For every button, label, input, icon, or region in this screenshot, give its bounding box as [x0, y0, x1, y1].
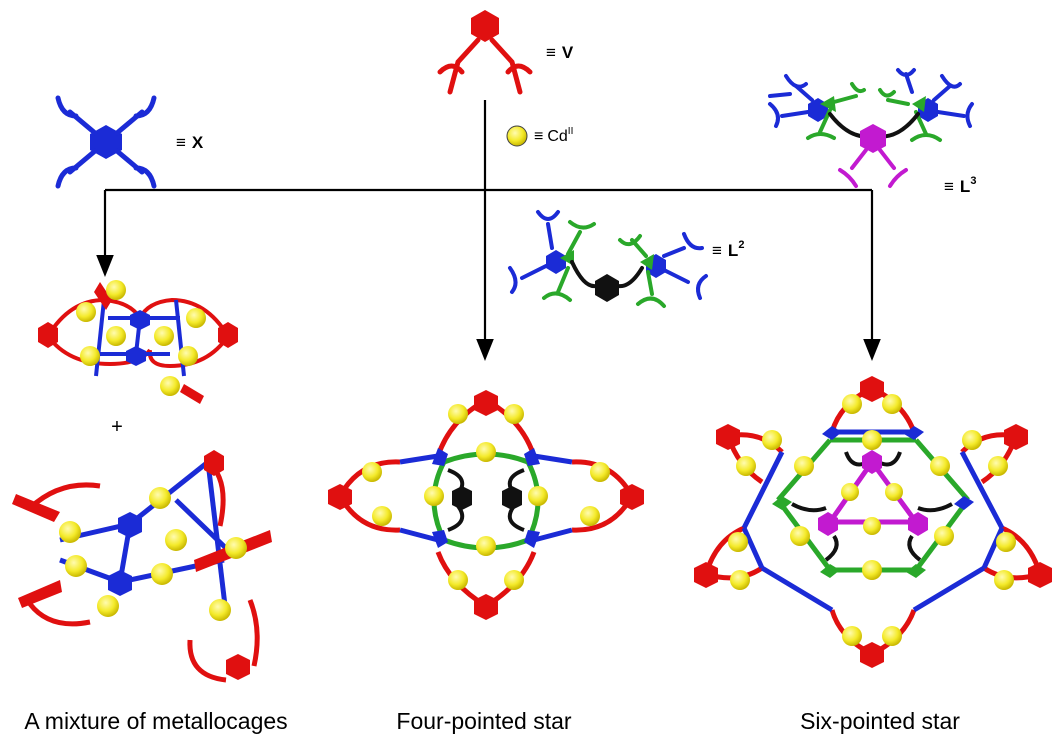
ligand-v-icon: [437, 10, 533, 95]
caption-four-pointed-star: Four-pointed star: [396, 708, 571, 734]
caption-six-pointed-star: Six-pointed star: [800, 708, 960, 734]
metallocage-large: [12, 450, 272, 683]
metallocage-small: [38, 280, 238, 404]
ligand-l3-icon: [768, 68, 974, 188]
reaction-arrows: [96, 100, 881, 361]
four-pointed-star: [328, 390, 644, 620]
ligand-v-label: ≡V: [546, 43, 574, 62]
plus-sign: +: [111, 416, 123, 438]
cd-ion-label: ≡CdII: [534, 126, 573, 145]
ligand-x-icon: [55, 95, 157, 189]
ligand-l2-icon: [508, 210, 708, 308]
cd-ion-icon: [506, 125, 528, 147]
ligand-l2-label: ≡L2: [712, 239, 744, 260]
caption-metallocages: A mixture of metallocages: [24, 708, 287, 734]
ligand-x-label: ≡X: [176, 133, 204, 152]
six-pointed-star: [694, 376, 1052, 668]
ligand-l3-label: ≡L3: [944, 175, 976, 196]
